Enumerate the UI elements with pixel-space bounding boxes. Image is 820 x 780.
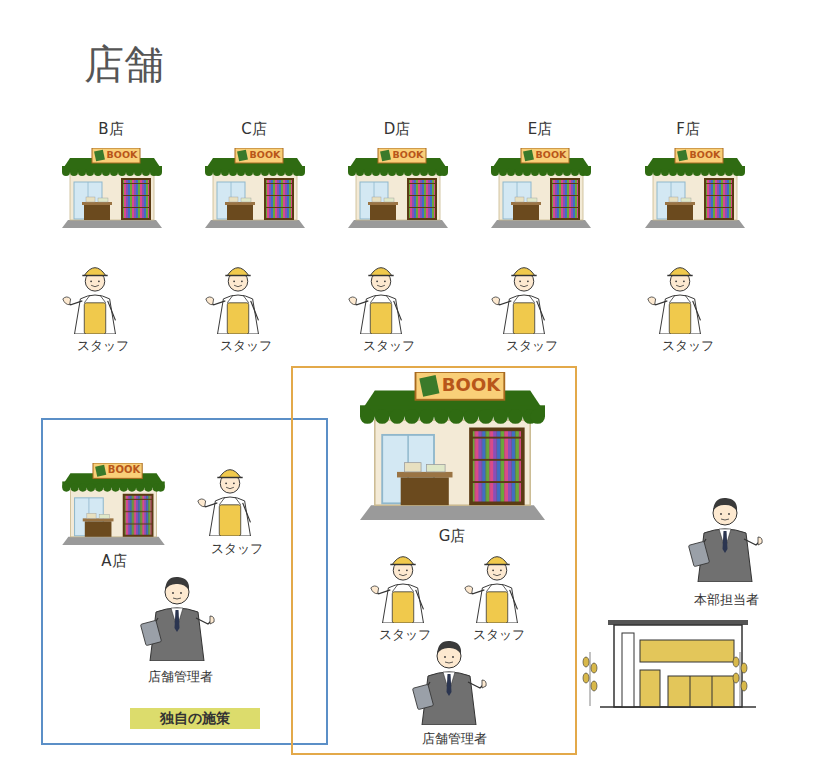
policy-band: 独自の施策 xyxy=(130,708,260,729)
store-label: A店 xyxy=(101,552,126,570)
hq-building xyxy=(583,620,756,707)
page-title: 店舗 xyxy=(84,40,164,88)
store-label: D店 xyxy=(384,120,411,138)
sign-text: BOOK xyxy=(107,149,138,160)
store-e xyxy=(491,148,591,228)
staff-label: スタッフ xyxy=(77,338,129,354)
hq-person-figure xyxy=(688,498,762,582)
staff-label: スタッフ xyxy=(211,541,263,557)
staff-figure xyxy=(371,557,424,623)
sign-text: BOOK xyxy=(393,149,424,160)
staff-figure xyxy=(198,470,251,536)
sign-text: BOOK xyxy=(536,149,567,160)
staff-label: スタッフ xyxy=(662,338,714,354)
staff-figure xyxy=(648,268,701,334)
staff-label: スタッフ xyxy=(473,627,525,643)
store-label: E店 xyxy=(528,120,552,138)
store-label: C店 xyxy=(241,120,266,138)
sign-text: BOOK xyxy=(690,149,721,160)
staff-figure xyxy=(465,557,518,623)
staff-label: スタッフ xyxy=(220,338,272,354)
band-text: 独自の施策 xyxy=(130,708,260,729)
sign-text: BOOK xyxy=(250,149,281,160)
staff-figure xyxy=(63,268,116,334)
role-label: 店舗管理者 xyxy=(148,669,213,685)
staff-figure xyxy=(349,268,402,334)
manager-figure xyxy=(140,577,214,661)
store-a xyxy=(62,463,165,545)
sign-text: BOOK xyxy=(442,374,500,396)
store-b xyxy=(62,148,162,228)
store-d xyxy=(348,148,448,228)
store-f xyxy=(645,148,745,228)
store-label: B店 xyxy=(98,120,123,138)
store-group-box: G店スタッフ スタッフ店舗管理者 xyxy=(291,366,577,755)
store-g xyxy=(360,372,545,520)
role-label: 本部担当者 xyxy=(694,592,759,608)
staff-figure xyxy=(492,268,545,334)
store-c xyxy=(205,148,305,228)
manager-figure xyxy=(412,641,486,725)
staff-label: スタッフ xyxy=(379,627,431,643)
role-label: 店舗管理者 xyxy=(422,731,487,747)
staff-label: スタッフ xyxy=(363,338,415,354)
staff-label: スタッフ xyxy=(506,338,558,354)
staff-figure xyxy=(206,268,259,334)
store-label: F店 xyxy=(676,120,700,138)
store-group-box: A店 スタッフ店舗管理者独自の施策 xyxy=(41,418,328,745)
sign-text: BOOK xyxy=(108,464,140,476)
store-label: G店 xyxy=(439,527,466,545)
